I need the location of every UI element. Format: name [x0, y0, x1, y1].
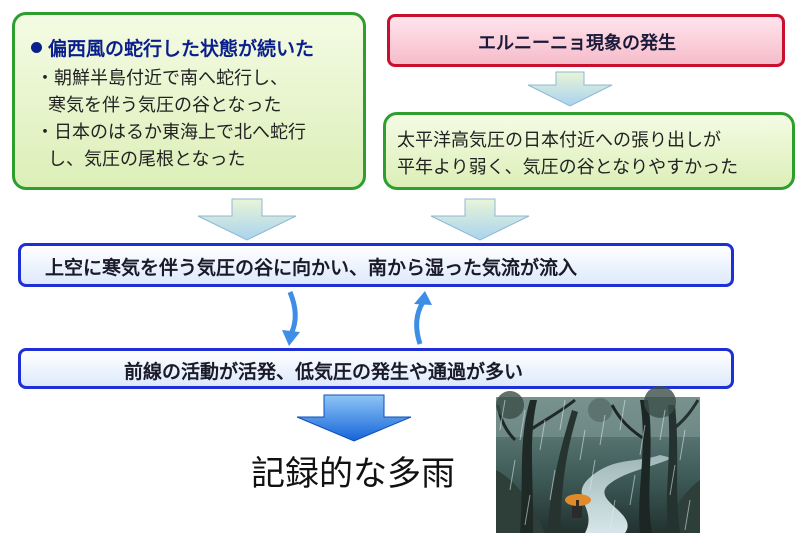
- arrow-elnino-down-icon: [527, 71, 613, 107]
- arrow-left-down-icon: [197, 198, 297, 241]
- westerly-line-1: ・朝鮮半島付近で南へ蛇行し、: [36, 68, 288, 89]
- upper-air-box: [18, 243, 734, 287]
- westerly-line-3: ・日本のはるか東海上で北へ蛇行: [36, 122, 306, 143]
- westerly-line-4: し、気圧の尾根となった: [48, 149, 246, 170]
- front-activity-box: [18, 348, 734, 389]
- bullet-icon: [31, 42, 42, 53]
- elnino-label: エルニーニョ現象の発生: [478, 33, 676, 54]
- upper-air-label: 上空に寒気を伴う気圧の谷に向かい、南から湿った気流が流入: [45, 257, 578, 279]
- elnino-box: [387, 14, 785, 67]
- front-activity-label: 前線の活動が活発、低気圧の発生や通過が多い: [124, 361, 524, 383]
- pacific-line-1: 太平洋高気圧の日本付近への張り出しが: [397, 130, 721, 151]
- pacific-high-box: [383, 112, 795, 190]
- rain-illustration: [496, 386, 700, 533]
- curved-up-arrow-icon: [414, 300, 426, 345]
- curved-down-arrow-icon: [287, 291, 298, 336]
- pacific-line-2: 平年より弱く、気圧の谷となりやすかった: [397, 157, 739, 178]
- westerly-heading: 偏西風の蛇行した状態が続いた: [48, 38, 315, 60]
- result-label: 記録的な多雨: [251, 454, 455, 494]
- westerly-meander-box: [12, 12, 366, 190]
- arrow-result-down-icon: [296, 394, 412, 442]
- westerly-line-2: 寒気を伴う気圧の谷となった: [48, 95, 282, 116]
- arrow-right-down-icon: [430, 198, 530, 241]
